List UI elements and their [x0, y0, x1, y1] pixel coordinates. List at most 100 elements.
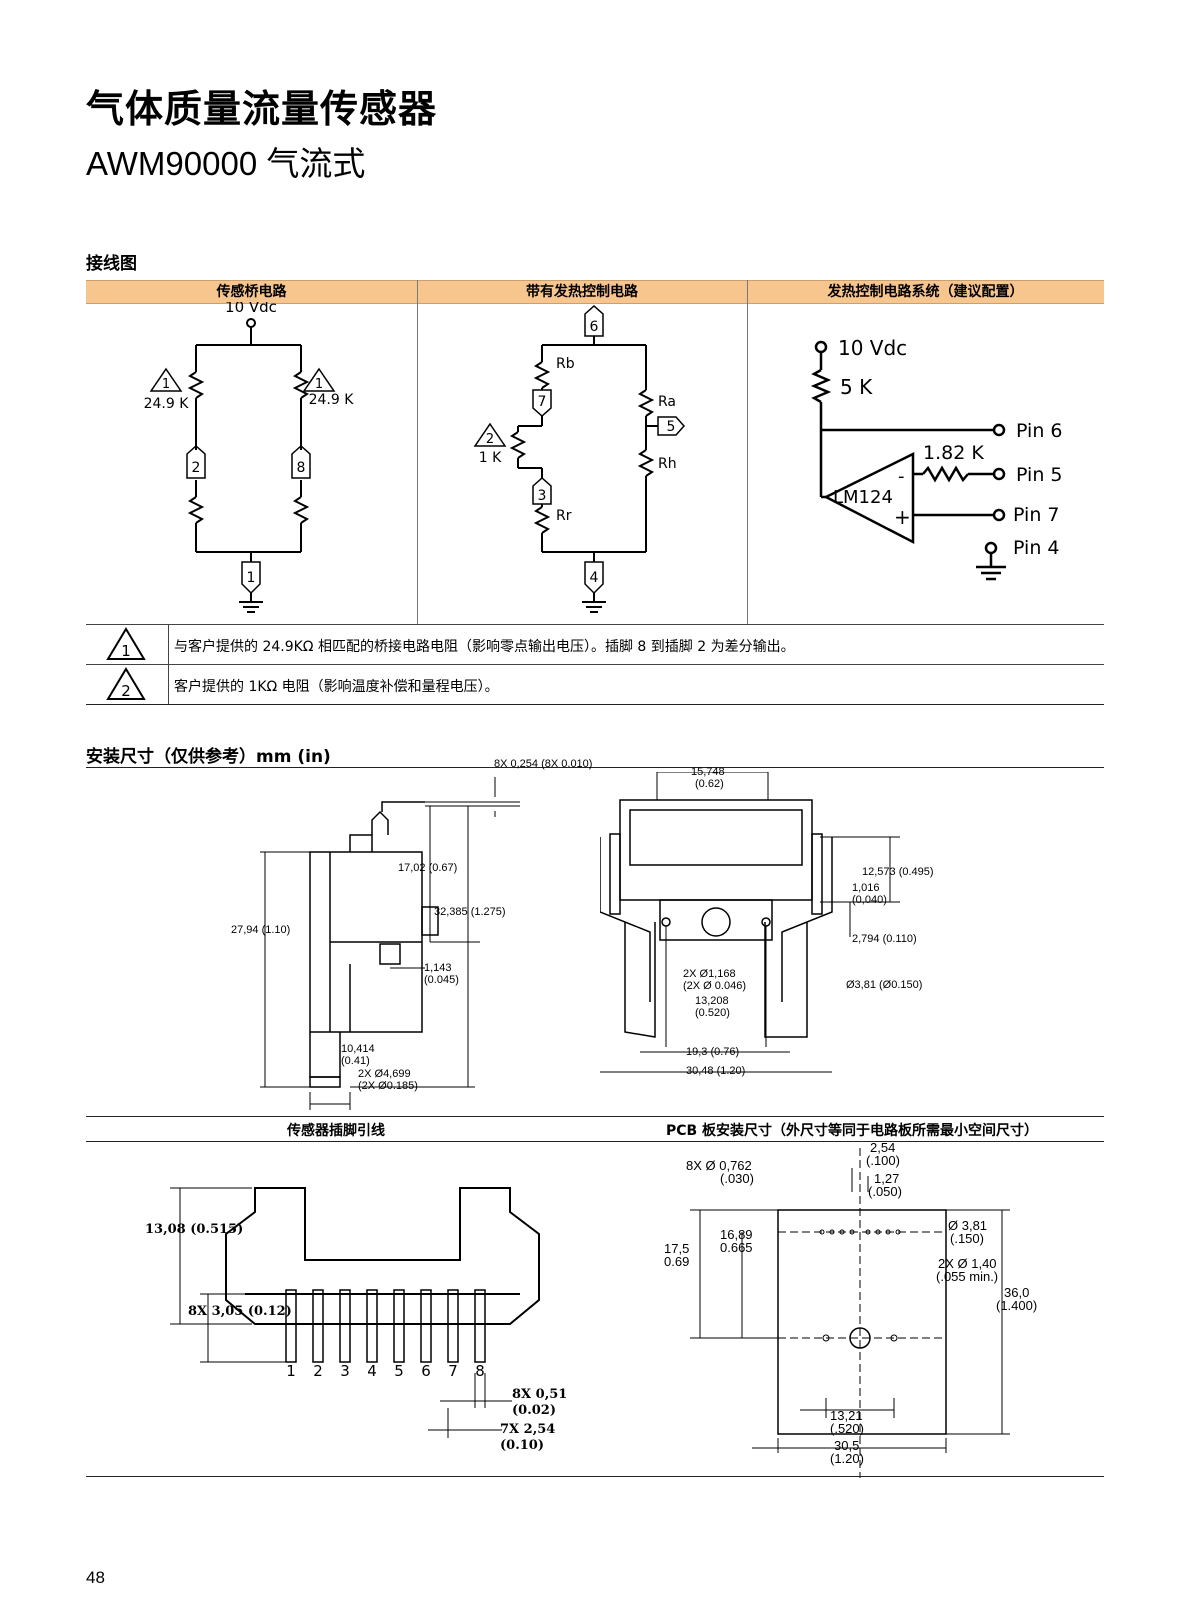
dim-label: 10,414 [341, 1043, 375, 1055]
dim-label: (1.20) [830, 1451, 864, 1466]
dim-label: (0.520) [695, 1007, 730, 1019]
section-rule [86, 1116, 1104, 1117]
bridge-pin-label: 8 [297, 460, 306, 476]
opamp-minus: - [898, 466, 905, 487]
dim-label: (2X Ø 0.046) [683, 980, 746, 992]
table-rule [86, 624, 1104, 625]
bridge-circuit-diagram: 10 Vdc 24.9 K 24.9 K 1 1 2 8 1 [144, 302, 355, 613]
svg-text:1: 1 [121, 642, 131, 660]
note-marker: 2 [486, 432, 494, 447]
dim-label: (0.62) [695, 778, 724, 790]
resistor-rb-label: Rb [556, 356, 575, 372]
dim-label: 19,3 (0.76) [686, 1046, 740, 1058]
wiring-section-title: 接线图 [86, 254, 137, 274]
pin-number: 6 [421, 1362, 431, 1380]
pinout-title: 传感器插脚引线 [287, 1123, 385, 1139]
resistor-rr-label: Rr [556, 508, 572, 524]
dim-label: 8X 0,51 [512, 1387, 568, 1402]
dim-label: 30,5 [834, 1438, 860, 1453]
mounting-section-title: 安装尺寸（仅供参考）mm (in) [86, 747, 331, 767]
dim-label: (.055 min.) [936, 1269, 999, 1284]
dim-label: 2X Ø 1,40 [938, 1256, 997, 1271]
dim-label: (.100) [866, 1153, 900, 1168]
system-5k-label: 5 K [840, 375, 873, 399]
dim-label: (1.400) [996, 1298, 1038, 1313]
pin6-label: Pin 6 [1016, 420, 1063, 442]
dim-label: 15,748 [691, 766, 725, 778]
dim-label: (.520) [830, 1421, 864, 1436]
dim-label: (2X Ø0.185) [358, 1080, 418, 1092]
resistor-rh-label: Rh [658, 456, 677, 472]
dim-label: 12,573 (0.495) [862, 866, 934, 878]
resistor-1k-label: 1 K [479, 450, 502, 466]
note-text: 客户提供的 1KΩ 电阻（影响温度补偿和量程电压）。 [174, 679, 499, 695]
dim-label: 0.69 [664, 1254, 690, 1269]
heater-pin-label: 3 [538, 488, 547, 504]
pinout-drawing: 1 2 3 4 5 6 7 8 [170, 1187, 540, 1438]
pin-number: 5 [394, 1362, 404, 1380]
pcb-footprint-drawing [690, 1148, 1010, 1478]
section-rule [86, 1476, 1104, 1477]
table-divider [168, 624, 169, 704]
dim-label: 36,0 [1004, 1285, 1030, 1300]
pcb-title: PCB 板安装尺寸（外尺寸等同于电路板所需最小空间尺寸） [665, 1123, 1039, 1139]
resistor-ra-label: Ra [658, 394, 676, 410]
dim-label: 13,208 [695, 995, 729, 1007]
dim-label: 27,94 (1.10) [231, 924, 291, 936]
bridge-supply-label: 10 Vdc [225, 302, 277, 316]
front-view-drawing [600, 772, 900, 1073]
note-marker: 1 [315, 377, 323, 392]
bridge-pin-label: 2 [192, 460, 201, 476]
system-182k-label: 1.82 K [923, 442, 984, 464]
dim-label: 16,89 [720, 1227, 753, 1242]
note-warning-icon: 2 [106, 667, 146, 700]
dim-label: Ø 3,81 [948, 1218, 988, 1233]
pin-number: 8 [475, 1362, 485, 1380]
heater-system-diagram: 10 Vdc 5 K 1.82 K LM124 - + Pin 6 Pin 5 … [810, 336, 1063, 581]
dim-label: 13,08 (0.515) [145, 1222, 244, 1237]
dim-label: 17,5 [664, 1241, 690, 1256]
dim-label: 1,016 [852, 882, 880, 894]
note-marker: 1 [162, 377, 170, 392]
pin5-label: Pin 5 [1016, 464, 1063, 486]
bridge-pin-label: 1 [247, 570, 256, 586]
dim-label: (.050) [868, 1184, 902, 1199]
heater-circuit-diagram: 6 7 5 3 4 Rb Ra Rh Rr 1 K 2 [473, 304, 686, 613]
pin-number: 1 [286, 1362, 296, 1380]
dim-label: 30,48 (1.20) [686, 1065, 746, 1077]
dim-label: 0.665 [720, 1240, 753, 1255]
system-supply-label: 10 Vdc [838, 336, 907, 360]
dim-label: Ø3,81 (Ø0.150) [846, 979, 923, 991]
side-view-drawing [260, 777, 520, 1110]
pin-number: 2 [313, 1362, 323, 1380]
bridge-right-resistor-label: 24.9 K [309, 392, 355, 408]
dim-label: 8X Ø 0,762 [686, 1158, 752, 1173]
dim-label: 1,143 [424, 962, 452, 974]
dim-label: 7X 2,54 [500, 1422, 556, 1437]
dim-label: 2X Ø1,168 [683, 968, 736, 980]
opamp-plus: + [894, 505, 911, 529]
wiring-header-row: 传感桥电路 带有发热控制电路 发热控制电路系统（建议配置） [86, 280, 1104, 304]
wiring-col-system: 发热控制电路系统（建议配置） [827, 284, 1024, 300]
bridge-left-resistor-label: 24.9 K [144, 396, 190, 412]
dim-label: (0.02) [512, 1403, 556, 1418]
page-number: 48 [86, 1568, 105, 1587]
dim-label: (0.41) [341, 1055, 370, 1067]
pin-number: 4 [367, 1362, 377, 1380]
wiring-col-bridge: 传感桥电路 [216, 284, 287, 300]
page-subtitle: AWM90000 气流式 [86, 145, 366, 182]
section-rule [86, 1141, 1104, 1142]
dim-label: (0,040) [852, 894, 887, 906]
pin-number: 3 [340, 1362, 350, 1380]
dim-label: 8X 0,254 (8X 0.010) [494, 758, 593, 770]
pin-number: 7 [448, 1362, 458, 1380]
heater-pin-label: 5 [667, 419, 676, 435]
wiring-col-heater: 带有发热控制电路 [526, 284, 638, 300]
heater-pin-label: 6 [590, 319, 599, 335]
heater-pin-label: 4 [590, 570, 599, 586]
svg-text:2: 2 [121, 682, 131, 700]
pin4-label: Pin 4 [1013, 537, 1060, 559]
note-text: 与客户提供的 24.9KΩ 相匹配的桥接电路电阻（影响零点输出电压）。插脚 8 … [174, 639, 795, 655]
dim-label: 1,27 [874, 1171, 900, 1186]
heater-pin-label: 7 [538, 394, 547, 410]
